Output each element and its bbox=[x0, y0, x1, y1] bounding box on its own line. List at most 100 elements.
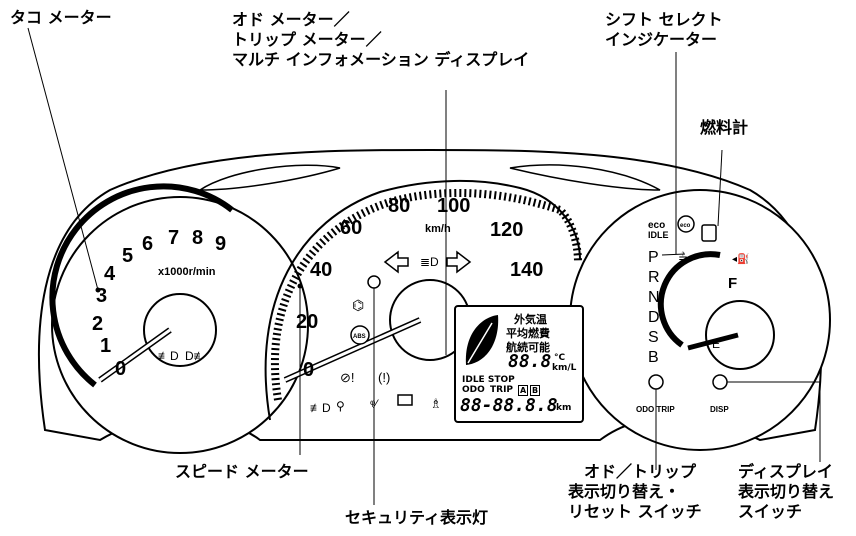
eco-badge-icon bbox=[677, 215, 695, 233]
seatbelt-icon: ♗ bbox=[430, 396, 442, 411]
speedo-num-80: 80 bbox=[388, 195, 410, 217]
odo-callout-line-3: マルチ インフォメーション ディスプレイ bbox=[232, 50, 530, 69]
speedo-num-60: 60 bbox=[340, 217, 362, 239]
lcd-temp-unit: °C bbox=[554, 353, 566, 363]
disp-button[interactable] bbox=[712, 374, 728, 390]
abs-text: ABS bbox=[353, 334, 366, 340]
shift-leader-h bbox=[661, 253, 686, 256]
speedo-num-100: 100 bbox=[437, 195, 470, 217]
odo-trip-button[interactable] bbox=[648, 374, 664, 390]
battery-icon bbox=[397, 394, 413, 406]
shift-s: S bbox=[648, 329, 659, 346]
speedometer: 0 20 40 60 80 100 120 140 km/h ≣D ⌬ ABS … bbox=[264, 90, 582, 505]
speedo-unit: km/h bbox=[425, 223, 451, 235]
disp-button-label: DISP bbox=[710, 405, 729, 414]
fuel-full: F bbox=[728, 275, 737, 292]
check-engine-icon: ⌬ bbox=[352, 297, 364, 313]
disp-switch-line-1: ディスプレイ bbox=[738, 462, 833, 481]
odo-switch-line-3: リセット スイッチ bbox=[568, 502, 702, 521]
headlight-icon: ≢D bbox=[310, 401, 331, 415]
brake-warning-icon: (!) bbox=[378, 370, 390, 385]
lcd-trip-a: A bbox=[518, 385, 529, 396]
tacho-num-0: 0 bbox=[115, 358, 126, 380]
speedo-num-0: 0 bbox=[303, 359, 314, 381]
tacho-num-1: 1 bbox=[100, 335, 111, 357]
front-fog-icon: ≢D bbox=[158, 349, 179, 363]
power-steering-icon: ᵠ⁄ bbox=[370, 397, 379, 411]
fuel-door-icon: ◂⛽ bbox=[732, 252, 749, 265]
tacho-num-3: 3 bbox=[96, 285, 107, 307]
speedo-num-20: 20 bbox=[296, 311, 318, 333]
high-beam-icon: ≣D bbox=[420, 255, 439, 269]
lcd-label-outside-temp: 外気温 bbox=[514, 313, 547, 326]
fuel-shift-gauge: F E ◂⛽ eco IDLE eco P R N D S B ≟ ODO TR… bbox=[569, 52, 831, 470]
lcd-odo: ODO bbox=[462, 385, 485, 395]
disp-switch-line-3: スイッチ bbox=[738, 502, 803, 521]
lcd-small-digits: 88.8 bbox=[508, 351, 552, 372]
shift-d: D bbox=[648, 309, 660, 326]
odo-switch-line-2: 表示切り替え・ bbox=[568, 482, 681, 501]
odo-switch-line-1: オド／トリップ bbox=[584, 462, 697, 481]
shift-r: R bbox=[648, 269, 660, 286]
tacho-num-6: 6 bbox=[142, 233, 153, 255]
tachometer-callout: タコ メーター bbox=[10, 8, 112, 27]
hood-line-left bbox=[197, 164, 341, 191]
eco-badge-text: eco bbox=[680, 223, 691, 229]
tacho-num-4: 4 bbox=[104, 263, 116, 285]
lcd-label-range: 航続可能 bbox=[506, 341, 550, 354]
tacho-num-7: 7 bbox=[168, 227, 179, 249]
abs-warning-icon bbox=[350, 325, 370, 345]
coolant-temp-icon: ≟ bbox=[678, 251, 688, 265]
security-indicator-icon bbox=[367, 275, 381, 289]
eco-idle-top: eco bbox=[648, 220, 665, 231]
tacho-num-9: 9 bbox=[215, 233, 226, 255]
odo-callout-line-1: オド メーター／ bbox=[232, 10, 350, 29]
low-fuel-icon bbox=[701, 224, 717, 242]
tacho-num-2: 2 bbox=[92, 313, 103, 335]
odo-meter-callout: オド メーター／ トリップ メーター／ マルチ インフォメーション ディスプレイ bbox=[232, 10, 529, 70]
eco-idle-bottom: IDLE bbox=[648, 230, 669, 240]
rear-fog-icon: D≢ bbox=[185, 349, 206, 363]
tachometer: 0 1 2 3 4 5 6 7 8 9 x1000r/min ≢D D≢ bbox=[49, 183, 309, 454]
shift-p: P bbox=[648, 249, 659, 266]
odo-trip-switch-callout: オド／トリップ 表示切り替え・ リセット スイッチ bbox=[568, 462, 702, 522]
lcd-trip-b: B bbox=[530, 385, 541, 396]
tacho-unit: x1000r/min bbox=[158, 266, 216, 278]
odo-callout-line-2: トリップ メーター／ bbox=[232, 30, 382, 49]
fuel-gauge-callout: 燃料計 bbox=[700, 118, 749, 137]
hood-line-right bbox=[509, 164, 661, 191]
shift-callout-line-1: シフト セレクト bbox=[605, 10, 723, 29]
master-warning-icon: ⊘! bbox=[340, 370, 355, 385]
speedo-num-140: 140 bbox=[510, 259, 543, 281]
speedometer-callout: スピード メーター bbox=[175, 462, 309, 481]
shift-callout-line-2: インジケーター bbox=[605, 30, 718, 49]
tacho-hub bbox=[143, 293, 217, 367]
shift-b: B bbox=[648, 349, 659, 366]
lcd-dist-unit: km bbox=[556, 403, 572, 413]
speedo-num-40: 40 bbox=[310, 259, 332, 281]
tacho-num-8: 8 bbox=[192, 227, 203, 249]
airbag-icon: ⚲ bbox=[336, 399, 345, 413]
fuel-empty: E bbox=[712, 337, 720, 351]
multi-info-display: 外気温 平均燃費 航続可能 88.8 °C km/L IDLE STOP ODO… bbox=[454, 305, 584, 423]
shift-n: N bbox=[648, 289, 660, 306]
turn-left-icon bbox=[383, 250, 409, 274]
disp-switch-line-2: 表示切り替え bbox=[738, 482, 835, 501]
lcd-label-avg-fuel: 平均燃費 bbox=[506, 327, 550, 340]
speedo-num-120: 120 bbox=[490, 219, 523, 241]
fuel-leader-line bbox=[717, 149, 723, 227]
fuel-hub bbox=[705, 300, 775, 370]
shift-indicator-callout: シフト セレクト インジケーター bbox=[605, 10, 723, 50]
disp-switch-callout: ディスプレイ 表示切り替え スイッチ bbox=[738, 462, 834, 522]
eco-leaf-icon bbox=[465, 315, 499, 365]
lcd-big-digits: 88-88.8.8 bbox=[460, 395, 558, 416]
fuel-needle bbox=[687, 332, 739, 351]
tacho-num-5: 5 bbox=[122, 245, 133, 267]
turn-right-icon bbox=[446, 250, 472, 274]
lcd-trip: TRIP bbox=[490, 385, 514, 395]
lcd-econ-unit: km/L bbox=[552, 363, 577, 373]
tacho-leader-line bbox=[27, 27, 99, 291]
lcd-idle-stop: IDLE STOP bbox=[462, 375, 515, 385]
security-indicator-callout: セキュリティ表示灯 bbox=[345, 508, 489, 527]
